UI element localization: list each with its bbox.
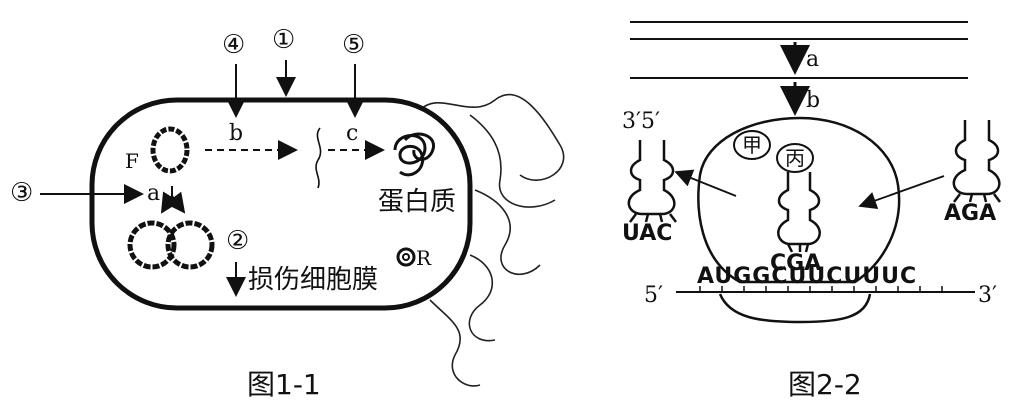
protein-label: 蛋白质 bbox=[378, 187, 456, 217]
circled-5: ⑤ bbox=[342, 30, 365, 60]
caption-2-2: 图2-2 bbox=[788, 368, 862, 401]
label-b-2: b bbox=[806, 88, 820, 113]
circled-4: ④ bbox=[222, 30, 245, 60]
caption-1-1: 图1-1 bbox=[247, 368, 321, 401]
circled-1: ① bbox=[272, 25, 295, 55]
plasmid-f bbox=[150, 126, 190, 174]
label-f: F bbox=[125, 149, 139, 173]
trna-left bbox=[627, 140, 677, 223]
anticodon-left: UAC bbox=[622, 221, 672, 246]
site-jia bbox=[733, 130, 771, 160]
anticodon-middle: CGA bbox=[770, 251, 821, 276]
figure-2-2: a b 甲 丙 CGA 3′5′ UAC AGA bbox=[622, 21, 1001, 401]
mrna-ticks bbox=[699, 286, 943, 292]
end-5: 5′ bbox=[644, 283, 663, 308]
trna-right bbox=[952, 120, 1001, 203]
circled-2: ② bbox=[226, 226, 249, 256]
bacterial-cell bbox=[89, 97, 473, 311]
circled-3: ③ bbox=[10, 178, 33, 208]
ribosome bbox=[697, 116, 901, 284]
label-r: R bbox=[416, 246, 432, 270]
flagella bbox=[419, 93, 565, 387]
replicating-plasmids bbox=[127, 220, 215, 270]
figure-1-1: F ③ a ④ b ① ⑤ c 蛋白质 bbox=[10, 25, 565, 401]
ribosome-small-subunit bbox=[718, 293, 872, 324]
anticodon-right: AGA bbox=[944, 201, 996, 226]
end-label-top: 3′5′ bbox=[622, 109, 660, 134]
label-a-2: a bbox=[806, 47, 819, 72]
bing-label: 丙 bbox=[785, 146, 805, 170]
label-c: c bbox=[346, 121, 358, 146]
trna-middle bbox=[777, 172, 821, 253]
damage-label: 损伤细胞膜 bbox=[248, 265, 378, 295]
label-a: a bbox=[147, 181, 160, 206]
end-3: 3′ bbox=[978, 283, 997, 308]
jia-label: 甲 bbox=[742, 133, 762, 157]
plasmid-r bbox=[396, 247, 416, 267]
site-bing bbox=[776, 143, 814, 173]
mrna-strand bbox=[315, 127, 322, 189]
label-b: b bbox=[229, 121, 243, 146]
mrna-sequence: AUGGCUUCUUUC bbox=[697, 264, 917, 289]
protein-coil bbox=[393, 132, 436, 177]
